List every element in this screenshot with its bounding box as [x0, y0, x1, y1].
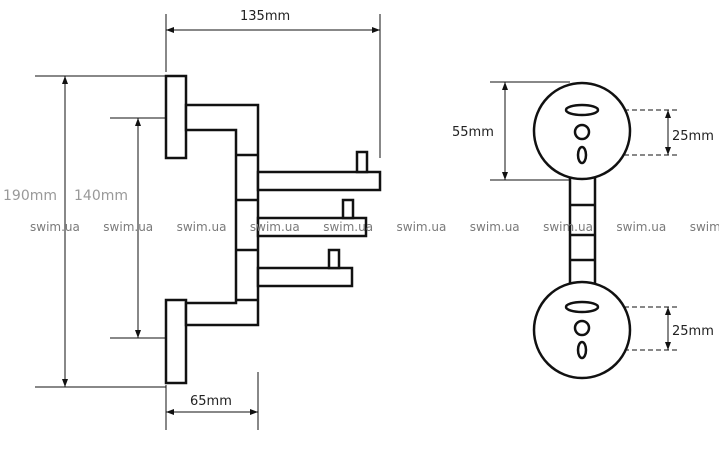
label-65: 65mm — [190, 394, 232, 409]
hook-arm-3 — [256, 266, 354, 288]
label-55: 55mm — [452, 125, 494, 140]
hook-arm-1 — [256, 170, 382, 192]
watermark-text: swim.ua — [397, 220, 447, 234]
watermark-text: swim.ua — [250, 220, 300, 234]
dim-65 — [165, 372, 259, 430]
front-view — [532, 81, 632, 380]
watermark-text: swim.ua — [177, 220, 227, 234]
label-190: 190mm — [3, 188, 57, 204]
side-view — [164, 74, 382, 385]
hook-arm-2 — [256, 216, 368, 238]
watermark-text: swim.ua — [323, 220, 373, 234]
watermarks: swim.ua swim.ua swim.ua swim.ua swim.ua swim.… — [30, 220, 719, 234]
label-25-top: 25mm — [672, 129, 714, 144]
dim-190 — [35, 75, 166, 388]
dim-135 — [165, 14, 381, 158]
watermark-text: swim.ua — [690, 220, 719, 234]
dim-55 — [490, 81, 570, 181]
label-135: 135mm — [240, 9, 290, 24]
watermark-text: swim.ua — [30, 220, 80, 234]
watermark-text: swim.ua — [103, 220, 153, 234]
watermark-text: swim.ua — [616, 220, 666, 234]
label-25-bottom: 25mm — [672, 324, 714, 339]
watermark-text: swim.ua — [470, 220, 520, 234]
label-140: 140mm — [74, 188, 128, 204]
watermark-text: swim.ua — [543, 220, 593, 234]
